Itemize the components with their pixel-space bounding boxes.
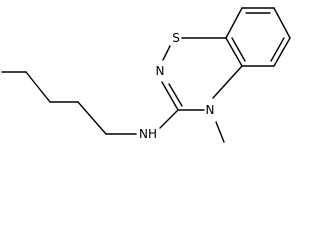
double-bond-inner xyxy=(231,37,246,62)
bond xyxy=(159,109,179,129)
bond xyxy=(225,7,243,39)
methyl-bond xyxy=(215,121,225,143)
bond xyxy=(225,37,243,67)
methyl-nitrogen-label: N xyxy=(206,103,215,117)
chemical-structure: S N N NH xyxy=(1,7,291,143)
bond xyxy=(77,101,107,135)
double-bond-inner xyxy=(168,83,183,107)
bond xyxy=(25,71,51,103)
amine-nh-label: NH xyxy=(139,127,157,141)
pentyl-chain xyxy=(1,71,179,135)
sulfur-atom-label: S xyxy=(172,31,180,45)
bond xyxy=(273,7,291,39)
bond xyxy=(162,45,171,61)
bond xyxy=(161,81,179,111)
ring-nitrogen-label: N xyxy=(156,64,165,78)
bond xyxy=(212,65,243,99)
bond xyxy=(273,37,291,67)
thiadiazine-ring xyxy=(161,37,243,111)
double-bond-inner xyxy=(270,37,285,62)
benzene-ring xyxy=(225,7,291,67)
